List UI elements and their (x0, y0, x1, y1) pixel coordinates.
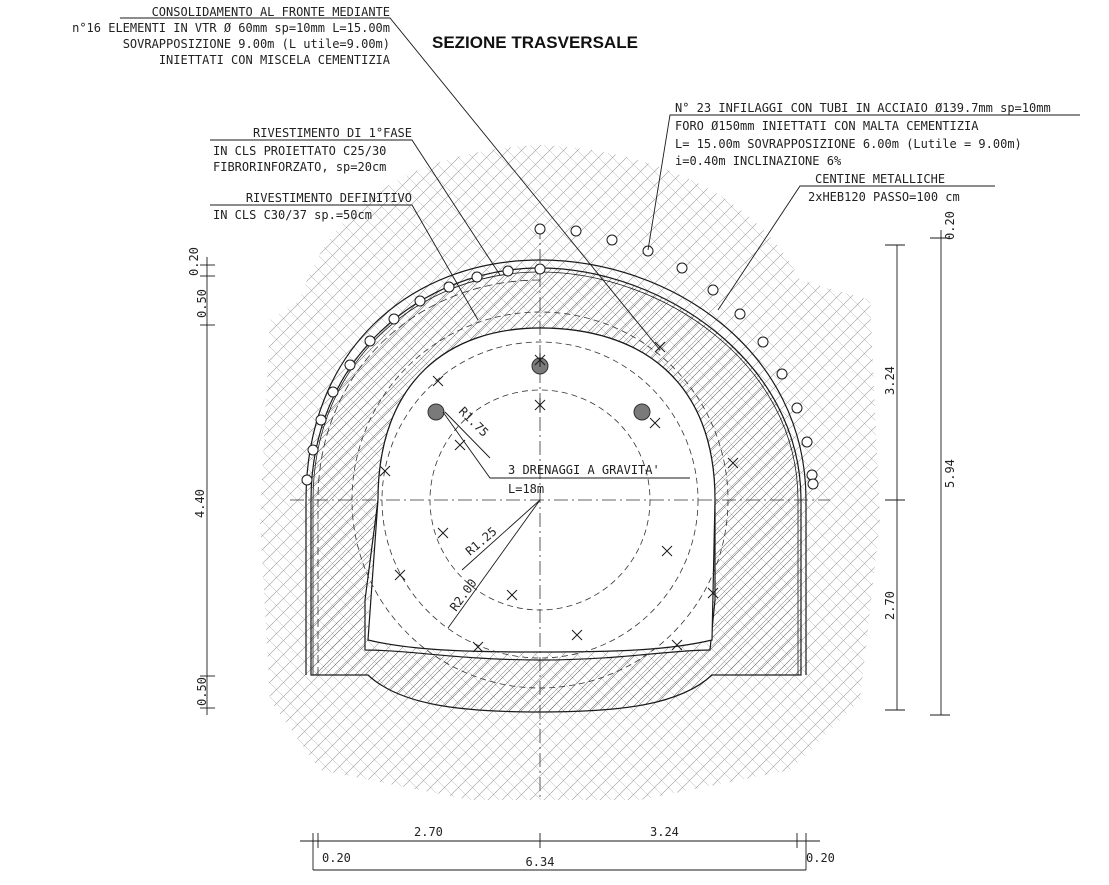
drenaggi-line2: L=18m (508, 482, 544, 496)
leader-drenaggi (442, 411, 690, 479)
pipe (757, 336, 769, 348)
dim-bottom-020-left: 0.20 (322, 851, 351, 865)
pipe (534, 223, 546, 235)
vtr-star (727, 457, 739, 469)
vtr-star (432, 375, 444, 387)
pipe (443, 281, 455, 293)
infilaggi-line2: FORO Ø150mm INIETTATI CON MALTA CEMENTIZ… (675, 119, 979, 133)
vtr-star (661, 545, 673, 557)
vtr-star (654, 341, 666, 353)
vtr-star (571, 629, 583, 641)
vtr-star (671, 639, 683, 651)
consolidamento-line3: SOVRAPPOSIZIONE 9.00m (L utile=9.00m) (123, 37, 390, 51)
vtr-star (534, 398, 546, 412)
pipe (734, 308, 746, 320)
centine-line2: 2xHEB120 PASSO=100 cm (808, 190, 960, 204)
vtr-star (454, 439, 466, 451)
dashed-contour (317, 279, 541, 675)
pipe (301, 474, 313, 486)
dim-left-top-050: 0.50 (195, 289, 209, 318)
leader-definitivo (210, 204, 479, 321)
consolidamento-line4: INIETTATI CON MISCELA CEMENTIZIA (159, 53, 391, 67)
drain (633, 403, 651, 421)
pipe (388, 313, 400, 325)
drenaggi-line1: 3 DRENAGGI A GRAVITA' (508, 463, 660, 477)
pipe (502, 265, 514, 277)
leader-prima-fase (210, 139, 501, 276)
forepoling-pipes (301, 223, 819, 490)
prima-fase-line3: FIBRORINFORZATO, sp=20cm (213, 160, 386, 174)
dim-right-594: 5.94 (943, 459, 957, 488)
right-dimension (885, 230, 950, 716)
pipe (534, 263, 546, 275)
drain (427, 403, 445, 421)
pipe (570, 225, 582, 237)
leader-r200 (447, 499, 541, 629)
pipe (344, 359, 356, 371)
vtr-star (437, 527, 449, 539)
pipe (364, 335, 376, 347)
leader-r125 (461, 499, 541, 571)
vtr-elements (379, 341, 739, 653)
leader-lines (120, 17, 1080, 629)
leader-centine (717, 185, 995, 311)
leader-infilaggi (647, 114, 1080, 251)
dim-right-020: 0.20 (943, 211, 957, 240)
dim-left-440: 4.40 (193, 489, 207, 518)
tunnel-cavity (367, 327, 716, 653)
pipe (307, 444, 319, 456)
pipe (414, 295, 426, 307)
consolidamento-line2: n°16 ELEMENTI IN VTR Ø 60mm sp=10mm L=15… (72, 21, 390, 35)
bottom-dimension (300, 833, 820, 871)
prima-fase-line2: IN CLS PROIETTATO C25/30 (213, 144, 386, 158)
dim-bottom-634: 6.34 (526, 855, 555, 869)
centine-line1: CENTINE METALLICHE (815, 172, 945, 186)
pipe (606, 234, 618, 246)
pipe (327, 386, 339, 398)
pipe (676, 262, 688, 274)
consolidamento-line1: CONSOLIDAMENTO AL FRONTE MEDIANTE (152, 5, 390, 19)
vtr-star (379, 465, 391, 477)
vtr-star (472, 641, 484, 653)
vtr-star (394, 569, 406, 581)
gravity-drains (427, 357, 651, 421)
vtr-star (534, 353, 546, 367)
infilaggi-line1: N° 23 INFILAGGI CON TUBI IN ACCIAIO Ø139… (675, 101, 1051, 115)
pipe (471, 271, 483, 283)
left-dimension (200, 257, 215, 715)
drain-circle-r200 (381, 341, 699, 659)
dim-bottom-324: 3.24 (650, 825, 679, 839)
dim-right-324: 3.24 (883, 366, 897, 395)
drain-circle-r125 (351, 311, 729, 689)
dim-left-bottom-050: 0.50 (195, 677, 209, 706)
leader-consolidamento (120, 17, 661, 351)
definitivo-line1: RIVESTIMENTO DEFINITIVO (246, 191, 412, 205)
prima-fase-line1: RIVESTIMENTO DI 1°FASE (253, 126, 412, 140)
pipe (315, 414, 327, 426)
leader-r175 (444, 411, 491, 459)
pipe (801, 436, 813, 448)
pipe (776, 368, 788, 380)
pipe (806, 469, 818, 481)
dim-right-270: 2.70 (883, 591, 897, 620)
dim-left-top-020: 0.20 (187, 247, 201, 276)
pipe (642, 245, 654, 257)
dim-bottom-270: 2.70 (414, 825, 443, 839)
definitivo-line2: IN CLS C30/37 sp.=50cm (213, 208, 372, 222)
pipe (807, 478, 819, 490)
dim-bottom-020-right: 0.20 (806, 851, 835, 865)
drawing-title: SEZIONE TRASVERSALE (432, 33, 638, 52)
pipe (791, 402, 803, 414)
infilaggi-line4: i=0.40m INCLINAZIONE 6% (675, 154, 842, 168)
vtr-star (506, 589, 518, 601)
vtr-star (707, 587, 719, 599)
pipe (707, 284, 719, 296)
infilaggi-line3: L= 15.00m SOVRAPPOSIZIONE 6.00m (Lutile … (675, 137, 1022, 151)
drain-circle-r175 (429, 389, 651, 611)
vtr-star (649, 417, 661, 429)
